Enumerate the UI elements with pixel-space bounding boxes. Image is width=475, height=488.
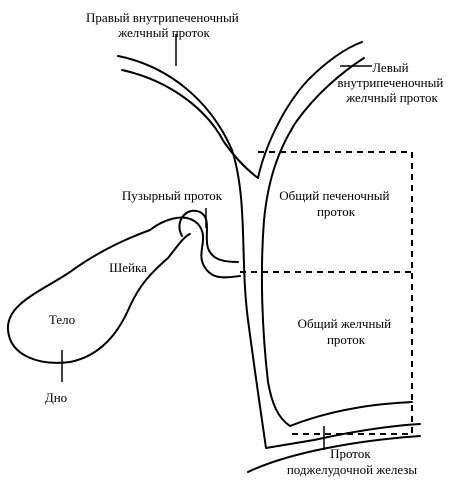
common-bile-duct-label-line-2: проток — [327, 332, 366, 347]
common-bile-duct-label-line-1: Общий желчный — [298, 316, 391, 331]
common-hepatic-duct-label: Общий печеночный проток — [279, 188, 392, 219]
duct-brackets — [240, 151, 413, 435]
labels: Правый внутрипеченочный желчный проток Л… — [45, 10, 446, 477]
right-duct-inner-wall — [121, 69, 259, 179]
right-hepatic-duct-label-line-2: желчный проток — [117, 25, 210, 40]
left-duct-outer-wall — [257, 41, 363, 179]
left-hepatic-duct-label-line-1: Левый — [372, 60, 408, 75]
left-duct-inner-wall — [260, 57, 413, 427]
gallbladder-outer-wall — [6, 216, 241, 364]
left-hepatic-duct-label-line-2: внутрипеченочный — [337, 75, 443, 90]
left-hepatic-duct-label: Левый внутрипеченочный желчный проток — [337, 60, 446, 105]
right-duct-outer-wall — [117, 55, 421, 449]
cystic-duct-label: Пузырный проток — [122, 188, 223, 203]
pancreatic-duct-label-line-2: поджелудочной железы — [287, 462, 418, 477]
gallbladder — [6, 209, 241, 364]
fundus-label: Дно — [45, 390, 67, 405]
right-hepatic-duct-label: Правый внутрипеченочный желчный проток — [86, 10, 242, 40]
neck-label: Шейка — [109, 260, 147, 275]
right-hepatic-duct-label-line-1: Правый внутрипеченочный — [86, 10, 239, 25]
left-hepatic-duct-label-line-3: желчный проток — [345, 90, 438, 105]
pancreatic-duct-label: Проток поджелудочной железы — [287, 446, 418, 477]
common-hepatic-duct-label-line-2: проток — [317, 204, 356, 219]
duodenum-wall — [247, 435, 421, 473]
leader-lines — [61, 34, 372, 450]
pancreatic-duct-label-line-1: Проток — [330, 446, 371, 461]
common-hepatic-duct-label-line-1: Общий печеночный — [279, 188, 389, 203]
cystic-duct-inner-wall — [178, 209, 239, 263]
common-bile-duct-label: Общий желчный проток — [298, 316, 395, 347]
body-label: Тело — [49, 312, 75, 327]
biliary-tree — [117, 41, 421, 473]
